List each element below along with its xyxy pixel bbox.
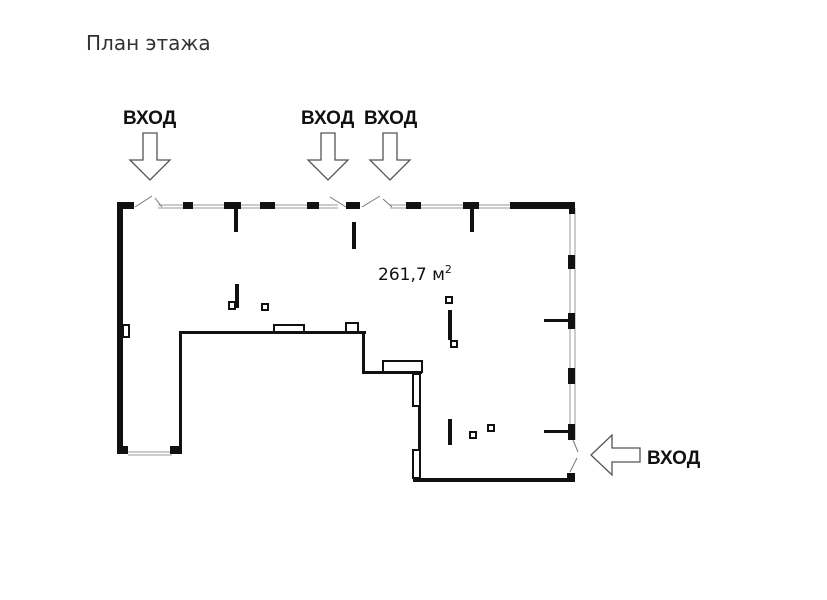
area-label: 261,7 м2 (378, 263, 452, 285)
entrance-label-2: ВХОД (301, 108, 355, 129)
entrance-label-1: ВХОД (123, 108, 177, 129)
doors (134, 195, 579, 473)
walls (117, 202, 575, 482)
page-title: План этажа (86, 31, 211, 55)
entrance-label-3: ВХОД (364, 108, 418, 129)
columns (122, 296, 495, 479)
entrance-arrow-down-icon (128, 132, 172, 181)
entrance-arrow-down-icon (306, 132, 350, 181)
entrance-arrow-left-icon (590, 433, 641, 477)
entrance-label-4: ВХОД (647, 448, 701, 469)
entrance-arrow-down-icon (368, 132, 412, 181)
